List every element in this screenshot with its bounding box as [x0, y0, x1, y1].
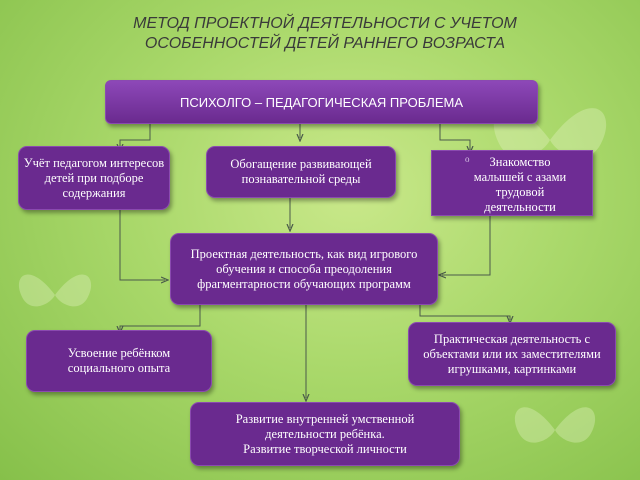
interests-label: Учёт педагогом интересов детей при подбо…	[23, 155, 165, 200]
environment-box: Обогащение развивающей познавательной ср…	[206, 146, 396, 198]
development-label-1: Развитие внутренней умственной деятельно…	[235, 411, 415, 441]
project-label: Проектная деятельность, как вид игрового…	[190, 246, 418, 291]
labor-box: o Знакомство малышей с азами трудовой де…	[431, 150, 593, 216]
title-line-1: МЕТОД ПРОЕКТНОЙ ДЕЯТЕЛЬНОСТИ С УЧЕТОМ	[133, 15, 517, 32]
project-box: Проектная деятельность, как вид игрового…	[170, 233, 438, 305]
bullet-marker: o	[465, 154, 470, 164]
interests-box: Учёт педагогом интересов детей при подбо…	[18, 146, 170, 210]
page-title: МЕТОД ПРОЕКТНОЙ ДЕЯТЕЛЬНОСТИ С УЧЕТОМ ОС…	[60, 14, 590, 54]
butterfly-decoration	[18, 274, 92, 307]
environment-label: Обогащение развивающей познавательной ср…	[230, 157, 372, 186]
butterfly-decoration	[514, 407, 596, 443]
practical-label: Практическая деятельность с объектами ил…	[423, 331, 601, 376]
problem-label: ПСИХОЛГО – ПЕДАГОГИЧЕСКАЯ ПРОБЛЕМА	[179, 94, 464, 110]
practical-box: Практическая деятельность с объектами ил…	[408, 322, 616, 386]
social-box: Усвоение ребёнком социального опыта	[26, 330, 212, 392]
title-line-2: ОСОБЕННОСТЕЙ ДЕТЕЙ РАННЕГО ВОЗРАСТА	[144, 35, 506, 52]
problem-box: ПСИХОЛГО – ПЕДАГОГИЧЕСКАЯ ПРОБЛЕМА	[105, 80, 538, 124]
labor-label: Знакомство малышей с азами трудовой деят…	[473, 155, 567, 214]
social-label: Усвоение ребёнком социального опыта	[67, 346, 171, 375]
development-box: Развитие внутренней умственной деятельно…	[190, 402, 460, 466]
development-label-2: Развитие творческой личности	[243, 441, 407, 456]
